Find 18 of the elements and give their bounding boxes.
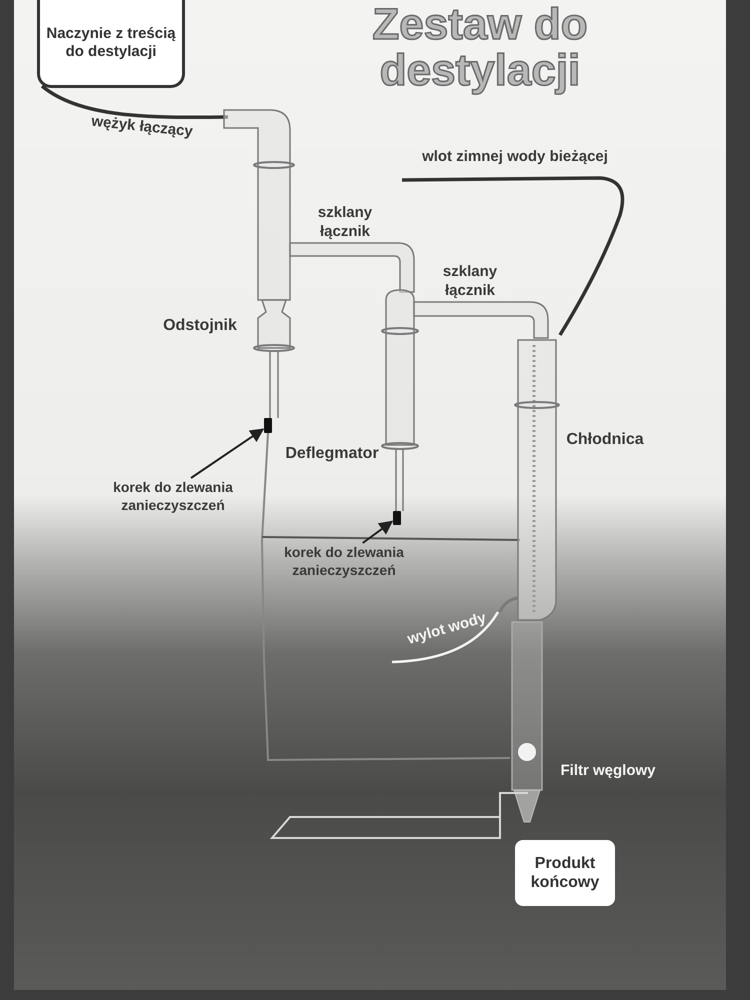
part-label: szklany łącznik <box>442 263 498 300</box>
part-label: wężyk łączący <box>90 112 195 142</box>
part-label: wylot wody <box>404 608 489 650</box>
part-label: Deflegmator <box>284 444 380 464</box>
stopper-plug <box>393 511 401 525</box>
part-label: Filtr węglowy <box>559 762 656 781</box>
part-label: Chłodnica <box>565 430 645 450</box>
callout-text: korek do zlewania zanieczyszczeń <box>98 478 248 518</box>
part-label: Odstojnik <box>162 316 238 336</box>
part-label: wlot zimnej wody bieżącej <box>421 148 609 167</box>
leader-arrow <box>190 428 264 479</box>
stopper-plug <box>264 418 272 433</box>
leader-arrow <box>362 520 394 544</box>
callout-text: korek do zlewania zanieczyszczeń <box>266 543 422 583</box>
product-label-box: Produkt końcowy <box>515 840 615 906</box>
part-label: szklany łącznik <box>316 204 374 242</box>
vessel-label-box: Naczynie z treścią do destylacji <box>37 0 185 88</box>
title: Zestaw do destylacji <box>371 2 589 94</box>
